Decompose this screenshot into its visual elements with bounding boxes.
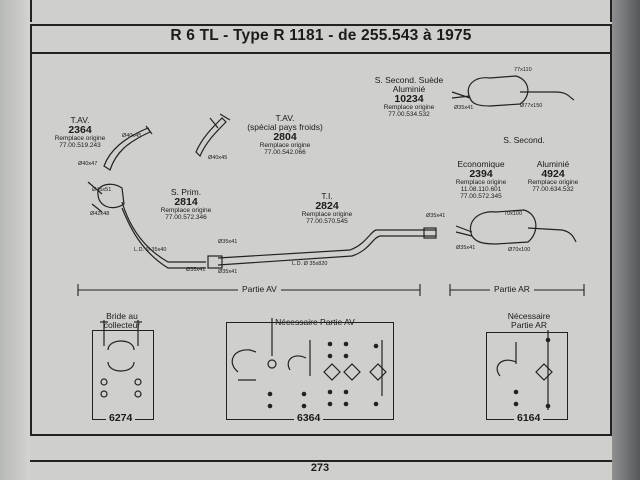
dim-label: Ø42x48 [90,211,110,217]
dim-label: L.D. Ø 35x820 [292,261,328,267]
primary-pipe [121,201,206,263]
front-pipe-2804 [195,117,227,158]
footer-rule [30,460,612,462]
dim-label: Ø77x150 [520,103,543,109]
part-tav-2364: T.AV. 2364 Remplace origine 77.00.519.24… [54,115,106,149]
kit-bride-box [92,330,154,420]
page-frame [30,24,612,436]
dim-label: Ø70x100 [508,247,531,253]
ar-kit-graphic [496,330,553,410]
kit-ar-box [486,332,568,420]
dim-label: Ø35x41 [426,213,446,219]
part-eco-2394: Economique 2394 Remplace origine 11.08.1… [455,159,507,200]
dim-label: Ø40x45 [122,133,142,139]
page-title: R 6 TL - Type R 1181 - de 255.543 à 1975 [170,27,472,44]
part-ssecond: S. Second. [503,135,545,145]
dim-label: Ø35x41 [186,267,206,273]
section-partie-ar: Partie AR [490,284,534,294]
binding-shadow [612,0,640,480]
rear-silencer-10234 [467,75,529,107]
primary-silencer-2814 [97,183,125,209]
kit-bride-label: Bride au collecteur [103,311,141,330]
kit-ar-label: Nécessaire Partie AR [507,311,551,330]
page-number: 273 [310,462,330,474]
dim-label: Ø35x41 [456,245,476,251]
kit-av-code: 6364 [294,412,324,424]
kit-bride-code: 6274 [106,412,136,424]
dim-label: Ø45x51 [92,187,112,193]
dim-label: Ø35x41 [218,269,238,275]
av-kit-washers [267,341,379,409]
dim-label: Ø35x41 [454,105,474,111]
part-sprim-2814: S. Prim. 2814 Remplace origine 77.00.572… [160,187,212,221]
section-partie-av: Partie AV [238,284,281,294]
left-page-edge [0,0,30,480]
dim-label: Ø40x45 [208,155,228,161]
kit-ar-code: 6164 [514,412,544,424]
rear-silencer-2394 [469,209,537,245]
dim-label: L.D. Ø 35x40 [134,247,167,253]
ar-kit-washers [513,337,551,409]
part-suede-10234: S. Second. Suède Aluminié 10234 Remplace… [374,75,444,118]
dim-label: 77x110 [514,67,532,73]
part-ti-2824: T.I. 2824 Remplace origine 77.00.570.545 [301,191,353,225]
dim-label: Ø35x41 [218,239,238,245]
kit-av-box [226,322,394,420]
title-bar [30,24,612,54]
top-strip [30,0,612,22]
dim-label: Ø40x47 [78,161,98,167]
dim-label: 70x100 [504,211,523,217]
bride-kit-graphic [100,320,142,398]
intermediate-pipe-2824 [217,229,436,259]
part-tav-2804: T.AV. (spécial pays froids) 2804 Remplac… [247,113,323,156]
av-kit-graphic [231,318,387,396]
part-alu-4924: Aluminié 4924 Remplace origine 77.00.634… [527,159,579,193]
